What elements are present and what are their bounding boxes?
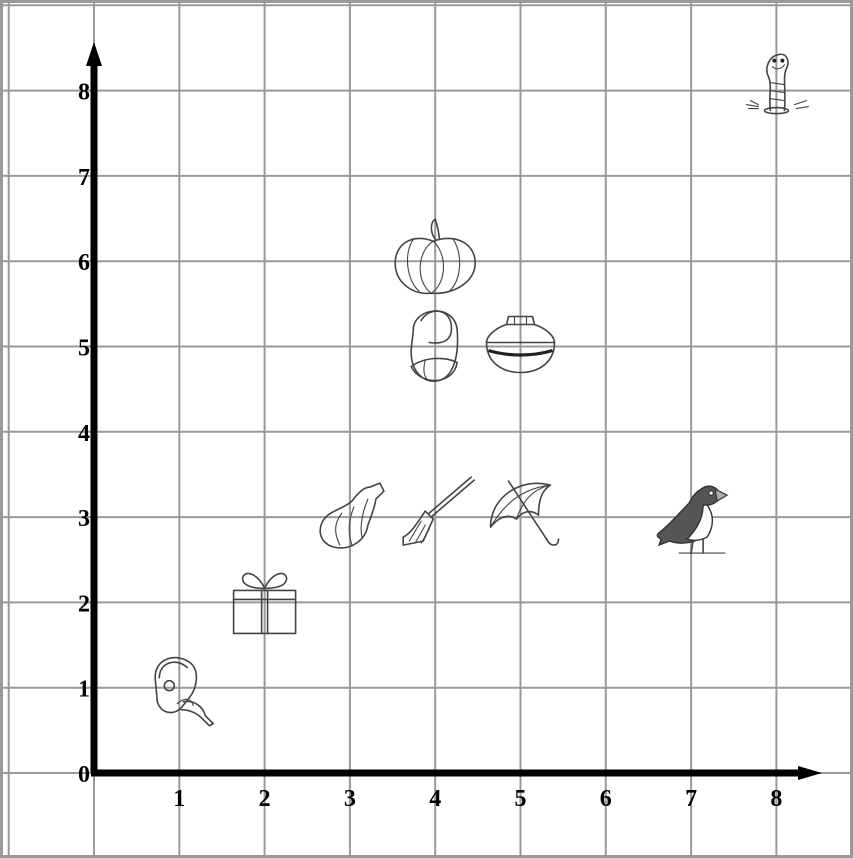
y-tick-labels: 0 1 2 3 4 5 6 7 8 bbox=[78, 80, 90, 788]
umbrella-icon bbox=[491, 481, 559, 545]
x-tick-label: 5 bbox=[515, 786, 527, 812]
y-tick-label: 5 bbox=[78, 336, 90, 362]
y-tick-label: 2 bbox=[78, 591, 90, 617]
x-axis-arrow-icon bbox=[798, 766, 822, 780]
y-tick-label: 3 bbox=[78, 506, 90, 532]
y-tick-label: 4 bbox=[78, 421, 90, 447]
squash-icon bbox=[320, 483, 384, 548]
y-tick-label: 1 bbox=[78, 677, 90, 703]
x-tick-label: 6 bbox=[600, 786, 612, 812]
y-tick-label: 8 bbox=[78, 80, 90, 106]
axes bbox=[86, 42, 822, 780]
x-tick-label: 1 bbox=[173, 786, 185, 812]
y-tick-label: 6 bbox=[78, 250, 90, 276]
x-tick-labels: 1 2 3 4 5 6 7 8 bbox=[173, 786, 782, 812]
tape-dispenser-icon bbox=[155, 658, 213, 726]
x-tick-label: 8 bbox=[770, 786, 782, 812]
y-tick-label: 7 bbox=[78, 165, 90, 191]
x-tick-label: 3 bbox=[344, 786, 356, 812]
y-tick-label: 0 bbox=[78, 762, 90, 788]
x-tick-label: 7 bbox=[685, 786, 697, 812]
x-tick-label: 4 bbox=[429, 786, 441, 812]
puffin-icon bbox=[657, 486, 727, 553]
broom-icon bbox=[403, 477, 474, 545]
y-axis-arrow-icon bbox=[86, 42, 102, 66]
x-tick-label: 2 bbox=[259, 786, 271, 812]
plotted-pictures bbox=[155, 54, 808, 725]
